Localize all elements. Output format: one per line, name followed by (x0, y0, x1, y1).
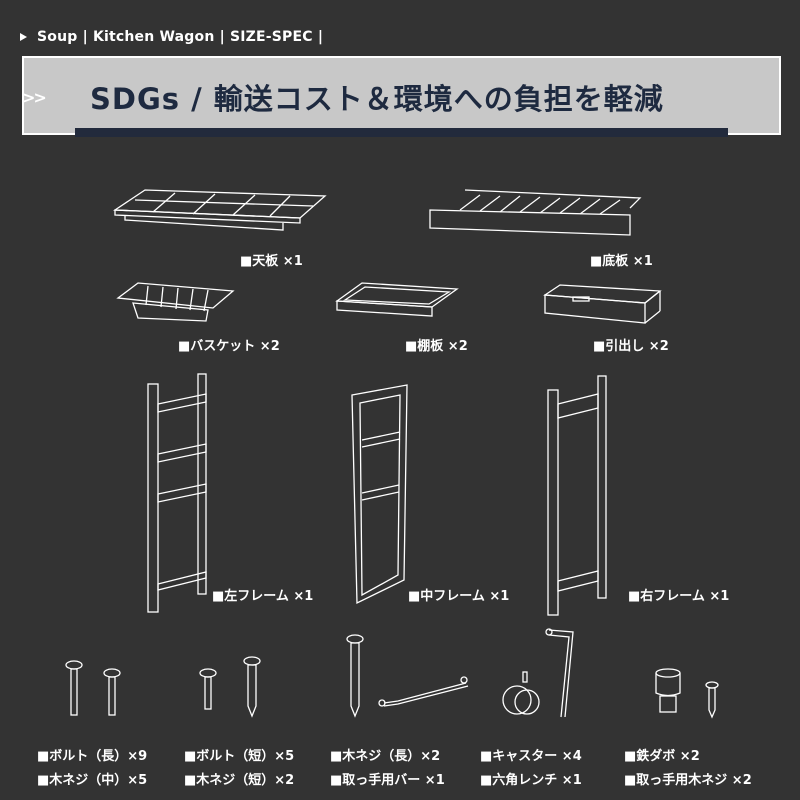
basket-icon (116, 282, 235, 322)
handle-bar-icon (378, 676, 469, 707)
hardware-label-bolt-long: ■ボルト（長）×9 (37, 749, 148, 764)
play-triangle-icon (20, 33, 27, 41)
left-frame-icon (147, 373, 207, 613)
iron-dowel-icon (655, 668, 681, 713)
page-title: SDGs / 輸送コスト＆環境への負担を軽減 (90, 82, 664, 116)
hardware-label-handle-screw: ■取っ手用木ネジ ×2 (624, 773, 752, 788)
title-banner (22, 56, 781, 135)
breadcrumb: Soup | Kitchen Wagon | SIZE-SPEC | (20, 29, 323, 45)
top-board-icon (112, 189, 327, 231)
hardware-label-wood-screw-short: ■木ネジ（短）×2 (184, 773, 295, 788)
title-underline (75, 128, 728, 137)
middle-frame-icon (351, 384, 408, 605)
right-frame-icon (547, 375, 607, 616)
hardware-label-caster: ■キャスター ×4 (480, 749, 582, 764)
shelf-board-icon (335, 282, 459, 317)
chevron-right-icon: >> (22, 88, 47, 107)
part-label-drawer: ■引出し ×2 (593, 339, 669, 354)
hex-wrench-icon (545, 628, 574, 718)
hardware-label-wood-screw-mid: ■木ネジ（中）×5 (37, 773, 148, 788)
handle-screw-icon (705, 681, 719, 719)
drawer-icon (543, 284, 662, 324)
part-label-bottom-board: ■底板 ×1 (590, 254, 653, 269)
hardware-label-wood-screw-long: ■木ネジ（長）×2 (330, 749, 441, 764)
part-label-right-frame: ■右フレーム ×1 (628, 589, 730, 604)
part-label-left-frame: ■左フレーム ×1 (212, 589, 314, 604)
wood-screw-long-icon (346, 634, 364, 718)
bottom-board-icon (429, 189, 642, 236)
bolt-long-icon (65, 660, 83, 716)
caster-icon (502, 671, 540, 715)
part-label-basket: ■バスケット ×2 (178, 339, 280, 354)
hardware-label-bolt-short: ■ボルト（短）×5 (184, 749, 295, 764)
part-label-middle-frame: ■中フレーム ×1 (408, 589, 510, 604)
part-label-top-board: ■天板 ×1 (240, 254, 303, 269)
hardware-label-handle-bar: ■取っ手用バー ×1 (330, 773, 445, 788)
part-label-shelf-board: ■棚板 ×2 (405, 339, 468, 354)
bolt-short-icon (199, 668, 217, 710)
hardware-label-hex-wrench: ■六角レンチ ×1 (480, 773, 582, 788)
hardware-label-iron-dowel: ■鉄ダボ ×2 (624, 749, 700, 764)
wood-screw-icon (243, 656, 261, 718)
bolt-long-icon (103, 668, 121, 716)
